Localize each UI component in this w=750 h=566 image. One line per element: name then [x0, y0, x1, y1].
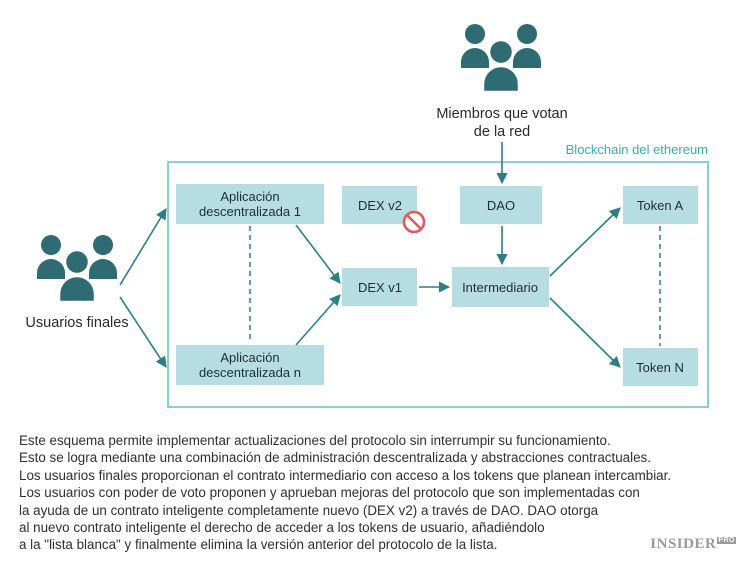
- description-text: Este esquema permite implementar actuali…: [19, 432, 739, 554]
- description-line: Los usuarios con poder de voto proponen …: [19, 485, 640, 501]
- brand-name: INSIDER: [650, 536, 717, 552]
- box-app-n: Aplicación descentralizada n: [176, 345, 324, 385]
- box-dex-v2-label: DEX v2: [358, 198, 402, 213]
- arrow-users-to-app-n: [119, 296, 167, 368]
- arrow-intermediary-to-token-a: [549, 207, 621, 277]
- box-token-n-label: Token N: [636, 360, 684, 375]
- end-users-group-icon: [37, 235, 117, 304]
- arrow-app-n-to-dex-v1: [295, 294, 341, 346]
- arrow-intermediary-to-token-n: [549, 297, 621, 368]
- box-dex-v1-label: DEX v1: [358, 280, 402, 295]
- box-dao: DAO: [460, 186, 542, 224]
- voters-label-line2: de la red: [474, 124, 530, 140]
- box-app-1-line1: Aplicación: [220, 189, 279, 204]
- description-line: Este esquema permite implementar actuali…: [19, 433, 611, 448]
- end-users-label: Usuarios finales: [25, 315, 128, 331]
- voters-group-icon: [461, 24, 541, 94]
- box-dex-v1: DEX v1: [342, 268, 417, 306]
- box-dao-label: DAO: [487, 198, 515, 213]
- description-line: a la "lista blanca" y finalmente elimina…: [19, 537, 498, 553]
- description-line: al nuevo contrato inteligente el derecho…: [19, 520, 545, 536]
- description-line: la ayuda de un contrato inteligente comp…: [19, 502, 599, 518]
- arrow-users-to-app-1: [119, 208, 167, 286]
- box-app-1-line2: descentralizada 1: [199, 204, 301, 219]
- box-token-a-label: Token A: [637, 198, 684, 213]
- box-intermediary-label: Intermediario: [462, 280, 538, 295]
- box-app-1: Aplicación descentralizada 1: [176, 184, 324, 224]
- box-app-n-line2: descentralizada n: [199, 365, 301, 380]
- box-intermediary: Intermediario: [452, 267, 549, 307]
- blockchain-label: Blockchain del ethereum: [566, 142, 708, 157]
- box-token-a: Token A: [623, 186, 698, 224]
- box-app-n-line1: Aplicación: [220, 350, 279, 365]
- description-line: Los usuarios finales proporcionan el con…: [19, 467, 672, 483]
- box-token-n: Token N: [623, 348, 698, 386]
- description-line: Esto se logra mediante una combinación d…: [19, 450, 651, 466]
- voters-label-line1: Miembros que votan: [436, 106, 567, 122]
- arrow-app-1-to-dex-v1: [295, 224, 341, 284]
- prohibited-icon: [402, 210, 426, 234]
- protocol-upgrade-diagram: Miembros que votan de la red Usuarios fi…: [25, 24, 709, 408]
- blockchain-frame: [167, 161, 709, 408]
- brand-suffix: PRO: [717, 537, 736, 544]
